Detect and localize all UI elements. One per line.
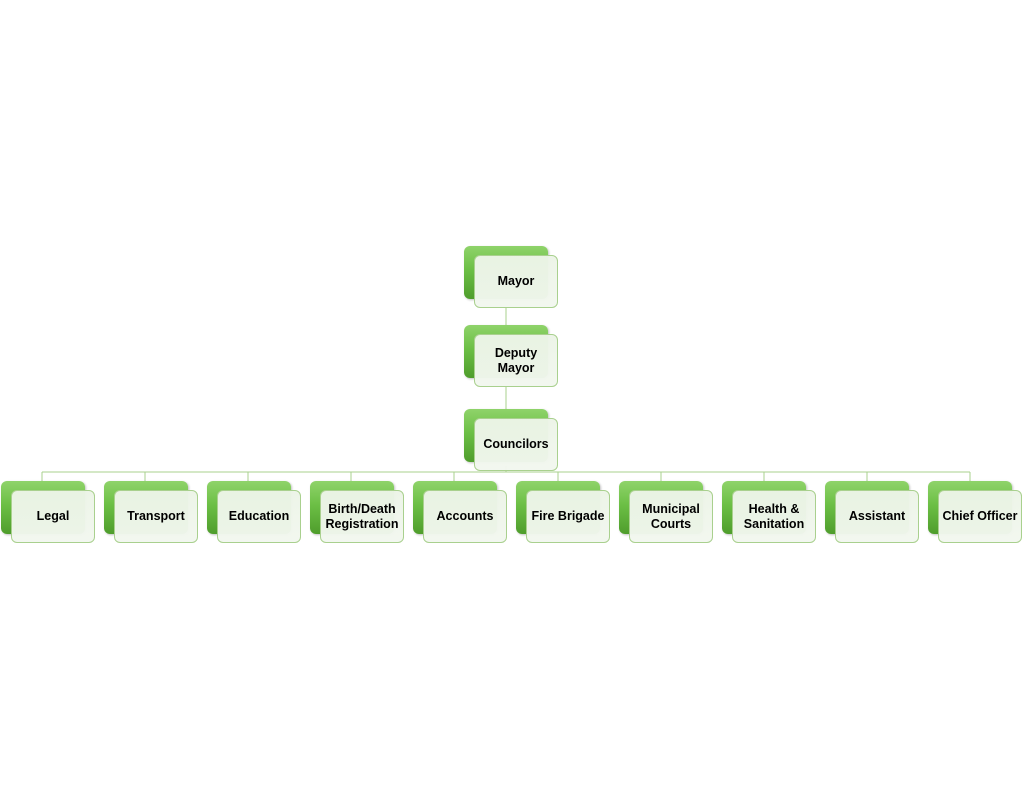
node-label-fire-brigade: Fire Brigade xyxy=(531,509,605,523)
node-fire-brigade: Fire Brigade xyxy=(516,481,610,544)
node-label-birth-death-registration: Birth/Death Registration xyxy=(325,501,399,531)
node-health-sanitation: Health & Sanitation xyxy=(722,481,816,544)
node-accounts: Accounts xyxy=(413,481,507,544)
node-label-accounts: Accounts xyxy=(436,509,494,523)
node-label-health-sanitation: Health & Sanitation xyxy=(743,501,805,531)
node-label-councilors: Councilors xyxy=(483,437,549,451)
node-mayor: Mayor xyxy=(464,246,558,309)
node-birth-death-registration: Birth/Death Registration xyxy=(310,481,404,544)
node-label-deputy-mayor: Deputy Mayor xyxy=(494,345,538,375)
node-label-education: Education xyxy=(228,509,290,523)
node-label-mayor: Mayor xyxy=(497,274,535,288)
node-education: Education xyxy=(207,481,301,544)
node-transport: Transport xyxy=(104,481,198,544)
node-label-municipal-courts: Municipal Courts xyxy=(642,501,700,531)
node-chief-officer: Chief Officer xyxy=(928,481,1022,544)
node-label-chief-officer: Chief Officer xyxy=(942,509,1018,523)
node-legal: Legal xyxy=(1,481,95,544)
node-assistant: Assistant xyxy=(825,481,919,544)
node-label-transport: Transport xyxy=(127,509,185,523)
node-municipal-courts: Municipal Courts xyxy=(619,481,713,544)
node-label-assistant: Assistant xyxy=(848,509,906,523)
node-label-legal: Legal xyxy=(36,509,70,523)
node-deputy-mayor: Deputy Mayor xyxy=(464,325,558,388)
node-councilors: Councilors xyxy=(464,409,558,472)
